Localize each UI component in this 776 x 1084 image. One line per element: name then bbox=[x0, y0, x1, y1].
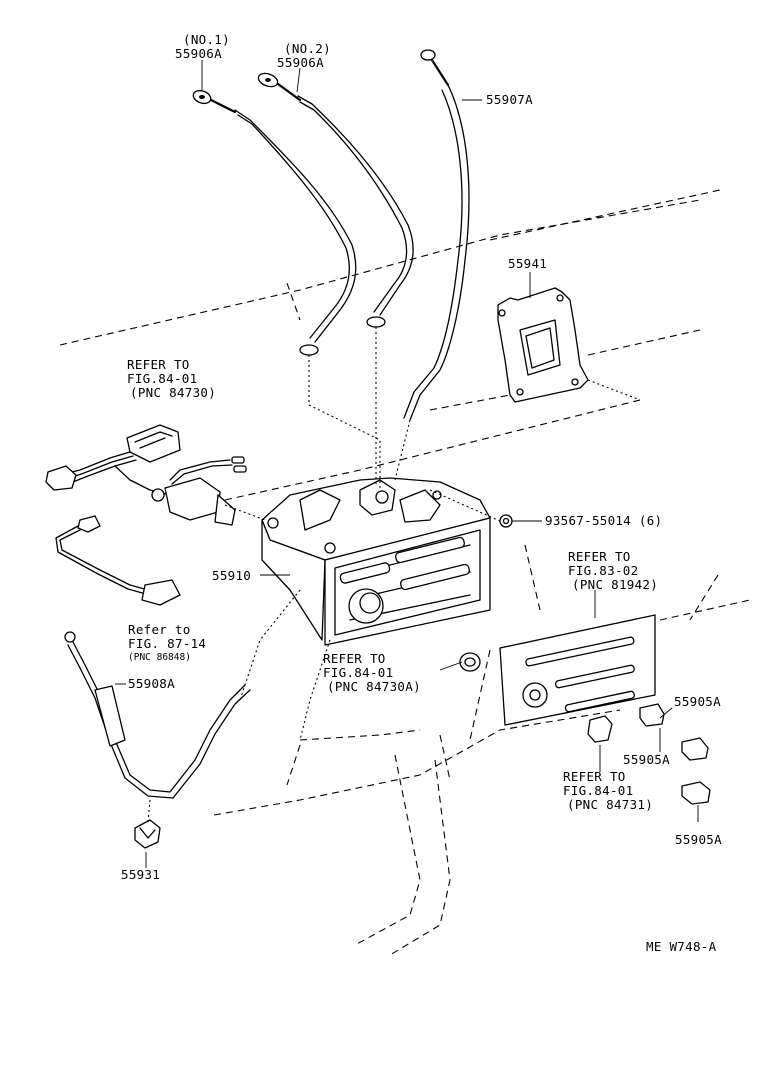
knob-55905a-1 bbox=[639, 703, 665, 727]
label-55905a-top: 55905A bbox=[674, 694, 721, 709]
assembly-guide-lines bbox=[147, 327, 501, 823]
label-55906a-no1-qualifier: (NO.1) bbox=[183, 32, 230, 47]
label-93567-55014: 93567-55014 (6) bbox=[545, 513, 662, 528]
control-panel-81942 bbox=[499, 614, 656, 726]
knob-55905a-2 bbox=[681, 737, 709, 761]
heater-control-assembly-55910 bbox=[261, 477, 491, 646]
label-55931: 55931 bbox=[121, 867, 160, 882]
label-ref2-line3: (PNC 81942) bbox=[572, 577, 658, 592]
label-ref5-line1: REFER TO bbox=[563, 769, 626, 784]
label-ref2-line2: FIG.83-02 bbox=[568, 563, 638, 578]
dash-panel-outline bbox=[59, 189, 751, 956]
label-ref1-line1: REFER TO bbox=[127, 357, 190, 372]
label-ref1-line2: FIG.84-01 bbox=[127, 371, 197, 386]
bracket-guide-line bbox=[587, 379, 641, 401]
control-cable-55907a bbox=[403, 49, 470, 421]
harness-87-14 bbox=[55, 515, 181, 606]
clip-55931 bbox=[134, 819, 161, 849]
label-55908a: 55908A bbox=[128, 676, 175, 691]
leader-lines bbox=[115, 60, 699, 868]
label-55905a-middle: 55905A bbox=[623, 752, 670, 767]
drawing-code: ME W748-A bbox=[646, 939, 717, 954]
label-ref5-line2: FIG.84-01 bbox=[563, 783, 633, 798]
label-ref3-line2: FIG. 87-14 bbox=[128, 636, 206, 651]
control-cable-no2 bbox=[257, 72, 414, 328]
label-55906a-no2-qualifier: (NO.2) bbox=[284, 41, 331, 56]
label-55907a: 55907A bbox=[486, 92, 533, 107]
knob-55905a-3 bbox=[681, 781, 711, 805]
label-ref4-line2: FIG.84-01 bbox=[323, 665, 393, 680]
label-55906a-no2: 55906A bbox=[277, 55, 324, 70]
control-cable-no1 bbox=[192, 89, 357, 356]
label-ref5-line3: (PNC 84731) bbox=[567, 797, 653, 812]
label-ref4-line3: (PNC 84730A) bbox=[327, 679, 421, 694]
nut-93567-55014 bbox=[499, 514, 513, 528]
label-ref3-line1: Refer to bbox=[128, 622, 191, 637]
label-55910: 55910 bbox=[212, 568, 251, 583]
bracket-55941 bbox=[497, 287, 589, 403]
label-ref2-line1: REFER TO bbox=[568, 549, 631, 564]
label-ref3-line3: (PNC 86848) bbox=[128, 652, 191, 663]
label-55906a-no1: 55906A bbox=[175, 46, 222, 61]
label-55905a-bottom: 55905A bbox=[675, 832, 722, 847]
control-cable-55908a bbox=[64, 631, 251, 799]
knob-84731 bbox=[587, 715, 613, 743]
label-ref1-line3: (PNC 84730) bbox=[130, 385, 216, 400]
blower-switch-harness bbox=[45, 424, 247, 526]
label-55941: 55941 bbox=[508, 256, 547, 271]
knob-84730a bbox=[459, 652, 481, 672]
label-ref4-line1: REFER TO bbox=[323, 651, 386, 666]
labels: (NO.1) 55906A (NO.2) 55906A 55907A 55941… bbox=[121, 32, 722, 954]
